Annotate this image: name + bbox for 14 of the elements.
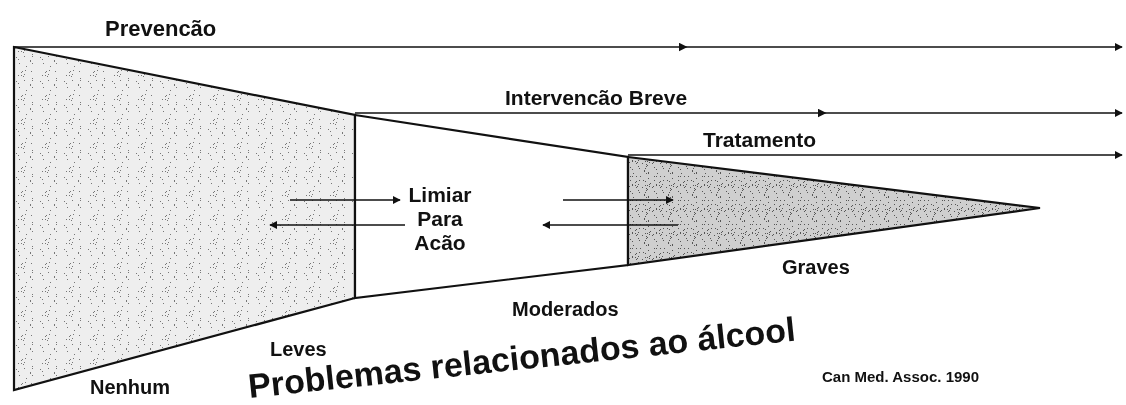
threshold-segment [355, 115, 628, 298]
stage-label: Intervencão Breve [505, 86, 688, 110]
arrow [542, 221, 679, 229]
threshold-label: Limiar Para Acão [407, 183, 473, 255]
stage-label: Prevencão [105, 16, 217, 42]
stage-label: Tratamento [703, 128, 817, 152]
severity-label: Leves [270, 338, 327, 361]
arrow [289, 196, 401, 204]
severity-label: Moderados [512, 298, 619, 321]
severity-label: Graves [782, 256, 850, 279]
arrow [269, 221, 406, 229]
source-note: Can Med. Assoc. 1990 [822, 368, 979, 385]
severity-label: Nenhum [90, 376, 170, 399]
arrow [562, 196, 674, 204]
